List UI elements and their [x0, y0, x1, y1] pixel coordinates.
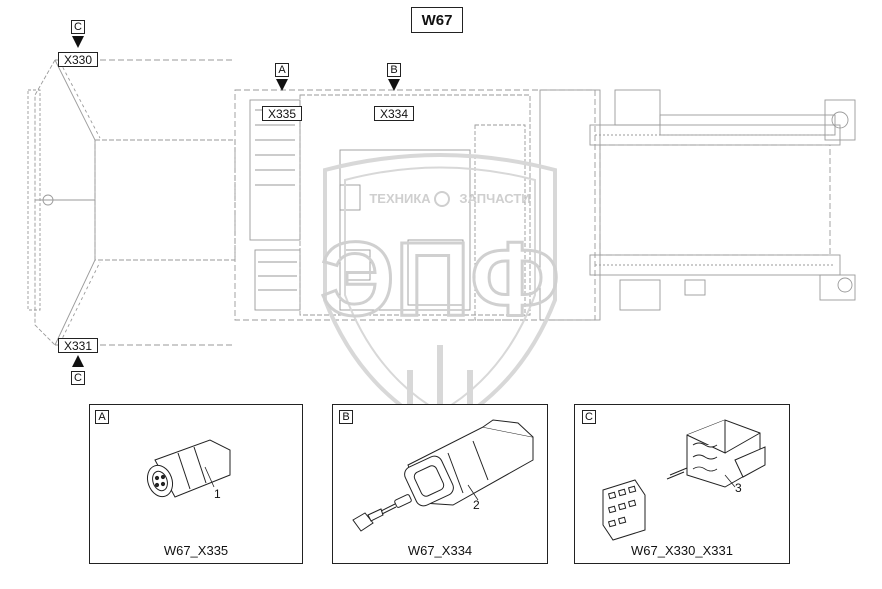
callout-number-2: 2 — [473, 498, 480, 512]
panel-caption-a: W67_X335 — [163, 543, 229, 558]
connector-x334-illustration — [352, 419, 534, 532]
connector-label-x331: X331 — [58, 338, 98, 353]
arrow-down-icon — [276, 79, 288, 91]
diagram-title: W67 — [411, 7, 463, 33]
arrow-down-icon — [388, 79, 400, 91]
marker-c-top: C — [71, 20, 85, 34]
panel-letter-c: C — [582, 410, 596, 424]
panel-caption-c: W67_X330_X331 — [631, 543, 733, 558]
watermark-text-left: ТЕХНИКА — [369, 191, 431, 206]
arrow-down-icon — [72, 36, 84, 48]
callout-number-1: 1 — [214, 487, 221, 501]
panel-letter-a: A — [95, 410, 109, 424]
panel-letter-b: B — [339, 410, 353, 424]
callout-number-3: 3 — [735, 481, 742, 495]
marker-a: A — [275, 63, 289, 77]
watermark-text-right: ЗАПЧАСТИ — [459, 191, 530, 206]
connector-label-x335: X335 — [262, 106, 302, 121]
marker-c-bottom: C — [71, 371, 85, 385]
panel-caption-b: W67_X334 — [407, 543, 473, 558]
watermark-logo-text: ЭПФ — [320, 221, 560, 338]
gear-icon — [434, 191, 450, 207]
detail-panel-a: A 1 W67_X335 — [89, 404, 303, 564]
connector-x330-x331-illustration — [602, 419, 766, 541]
connector-x335-illustration — [146, 439, 231, 498]
connector-label-x334: X334 — [374, 106, 414, 121]
marker-b: B — [387, 63, 401, 77]
arrow-up-icon — [72, 355, 84, 367]
connector-label-x330: X330 — [58, 52, 98, 67]
detail-panel-c: C 3 W67_X330_X331 — [574, 404, 790, 564]
detail-panel-b: B 2 W67_X334 — [332, 404, 548, 564]
